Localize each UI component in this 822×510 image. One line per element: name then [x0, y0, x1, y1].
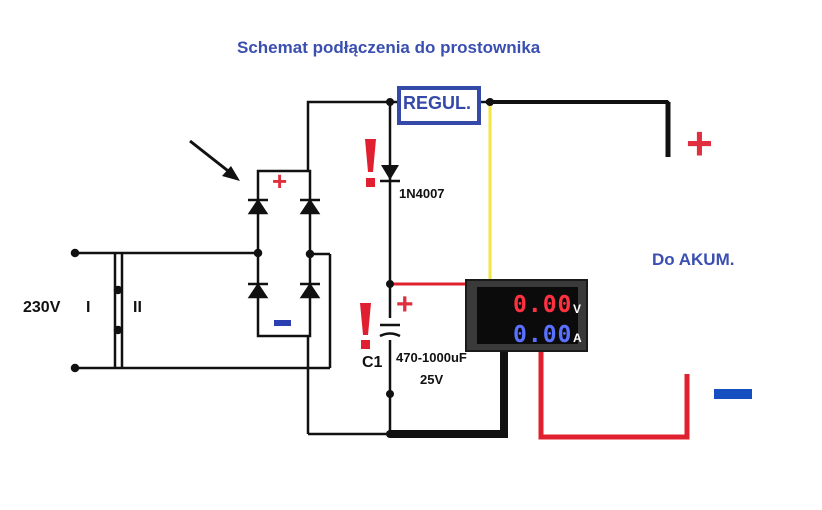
regulator-box [397, 86, 481, 125]
wires [306, 100, 670, 436]
current-display: 0.00 [513, 322, 573, 348]
current-unit: A [573, 331, 582, 345]
warning-exclamation-icon [365, 139, 376, 187]
output-plus-sign: + [686, 117, 713, 169]
voltage-unit: V [573, 302, 582, 316]
arrow-icon [189, 139, 240, 181]
diode-icon [380, 165, 400, 183]
junctions [386, 98, 494, 438]
meter-screen: 0.00 V 0.00 A [477, 287, 582, 348]
diode-label: 1N4007 [399, 186, 445, 201]
capacitor-name-label: C1 [362, 354, 383, 371]
capacitor-value-label: 470-1000uF [396, 350, 467, 365]
capacitor-voltage-label: 25V [420, 372, 444, 387]
bridge-minus-sign [274, 320, 291, 326]
bridge-plus-sign: + [272, 166, 288, 196]
regulator-label: REGUL. [403, 93, 472, 113]
ground-wire [390, 352, 508, 438]
secondary-winding-label: II [133, 299, 142, 316]
transformer [70, 248, 332, 373]
capacitor-icon [379, 318, 401, 340]
capacitor-plus-sign: + [396, 288, 414, 321]
volt-amp-meter: 0.00 V 0.00 A [465, 279, 588, 352]
voltage-display: 0.00 [513, 292, 573, 318]
battery-label: Do AKUM. [652, 250, 735, 269]
output-minus-wire [538, 352, 690, 440]
bridge-rectifier-icon [247, 169, 321, 338]
output-minus-sign [714, 389, 752, 399]
primary-winding-label: I [86, 299, 91, 316]
diagram-title: Schemat podłączenia do prostownika [237, 38, 541, 57]
warning-exclamation-icon [360, 303, 371, 349]
mains-voltage-label: 230V [23, 299, 61, 316]
